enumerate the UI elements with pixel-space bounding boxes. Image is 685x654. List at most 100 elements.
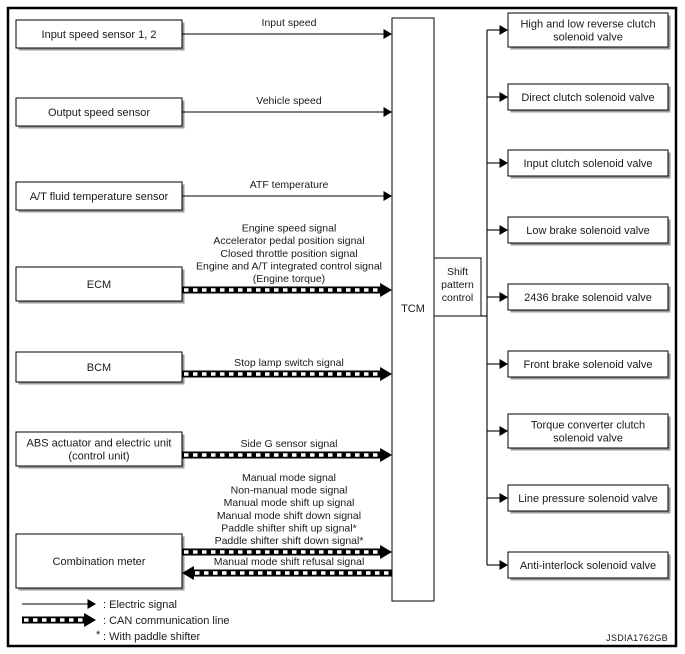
output-box-direct-clutch-solenoid-valve: Direct clutch solenoid valve: [507, 83, 671, 113]
return-signal-label-combination-meter-0: Manual mode shift refusal signal: [214, 556, 365, 568]
input-box-bcm: BCM: [15, 351, 185, 385]
can-arrow-abs-actuator-and-electric-unit: [182, 448, 392, 462]
input-box-ecm-label-0: ECM: [87, 279, 111, 291]
output-box-anti-interlock-solenoid-valve: Anti-interlock solenoid valve: [507, 551, 671, 581]
electric-arrow-input-speed-sensor-head: [383, 29, 392, 39]
output-box-input-clutch-solenoid-valve-label-0: Input clutch solenoid valve: [523, 158, 652, 170]
legend-can-communication-line-text: : CAN communication line: [103, 615, 230, 627]
output-box-torque-converter-clutch-solenoid-valve-label-0: Torque converter clutch: [531, 420, 645, 432]
input-box-input-speed-sensor: Input speed sensor 1, 2: [15, 19, 185, 51]
signal-label-combination-meter-0: Manual mode signal: [242, 472, 336, 484]
output-box-anti-interlock-solenoid-valve-label-0: Anti-interlock solenoid valve: [520, 560, 656, 572]
output-box-low-brake-solenoid-valve-label-0: Low brake solenoid valve: [526, 225, 650, 237]
output-arrow-torque-converter-clutch-solenoid-valve: [487, 426, 508, 436]
output-box-line-pressure-solenoid-valve-label-0: Line pressure solenoid valve: [518, 493, 657, 505]
can-arrow-ecm-head: [380, 283, 392, 297]
output-box-high-and-low-reverse-clutch-solenoid-valve-label-1: solenoid valve: [553, 32, 623, 44]
signal-label-combination-meter-4: Paddle shifter shift up signal*: [221, 522, 356, 534]
can-arrow-bcm-head: [380, 367, 392, 381]
input-box-abs-actuator-and-electric-unit-label-1: (control unit): [68, 451, 129, 463]
output-arrow-anti-interlock-solenoid-valve-head: [499, 560, 508, 570]
signal-label-combination-meter-5: Paddle shifter shift down signal*: [215, 535, 364, 547]
tcm-box: TCM: [391, 17, 435, 602]
output-box-2436-brake-solenoid-valve: 2436 brake solenoid valve: [507, 283, 671, 313]
figure-id-code: JSDIA1762GB: [606, 633, 668, 643]
can-arrow-combination-meter: [182, 545, 392, 559]
can-arrow-return-combination-meter: [182, 566, 392, 580]
electric-arrow-input-speed-sensor: [182, 29, 392, 39]
shift-pattern-line-2: control: [442, 292, 474, 304]
input-box-combination-meter: Combination meter: [15, 533, 185, 591]
input-box-at-fluid-temperature-sensor-label-0: A/T fluid temperature sensor: [30, 191, 169, 203]
legend-paddle-shifter-note-marker: *: [96, 629, 101, 641]
output-arrow-line-pressure-solenoid-valve: [487, 493, 508, 503]
output-box-2436-brake-solenoid-valve-label-0: 2436 brake solenoid valve: [524, 292, 652, 304]
can-arrow-combination-meter-head: [380, 545, 392, 559]
output-arrow-low-brake-solenoid-valve-head: [499, 225, 508, 235]
output-arrow-line-pressure-solenoid-valve-head: [499, 493, 508, 503]
signal-label-input-speed-sensor-0: Input speed: [262, 17, 317, 29]
output-box-line-pressure-solenoid-valve: Line pressure solenoid valve: [507, 484, 671, 514]
signal-label-ecm-1: Accelerator pedal position signal: [213, 235, 364, 247]
electric-arrow-output-speed-sensor-head: [383, 107, 392, 117]
signal-label-ecm-3: Engine and A/T integrated control signal: [196, 260, 382, 272]
output-arrow-direct-clutch-solenoid-valve: [487, 92, 508, 102]
shift-pattern-line-1: pattern: [441, 279, 474, 291]
output-arrow-front-brake-solenoid-valve-head: [499, 359, 508, 369]
output-arrow-torque-converter-clutch-solenoid-valve-head: [499, 426, 508, 436]
input-box-ecm: ECM: [15, 266, 185, 304]
tcm-label: TCM: [401, 303, 425, 315]
diagram-outer-frame: [6, 6, 678, 648]
legend-paddle-shifter-note: *: With paddle shifter: [96, 629, 201, 643]
input-box-bcm-label-0: BCM: [87, 362, 111, 374]
legend-electric-signal: : Electric signal: [22, 599, 177, 611]
signal-label-combination-meter-1: Non-manual mode signal: [231, 485, 348, 497]
electric-arrow-at-fluid-temperature-sensor: [182, 191, 392, 201]
shift-pattern-line-0: Shift: [447, 266, 468, 278]
output-box-direct-clutch-solenoid-valve-label-0: Direct clutch solenoid valve: [521, 92, 654, 104]
output-arrow-anti-interlock-solenoid-valve: [487, 560, 508, 570]
signal-label-output-speed-sensor-0: Vehicle speed: [256, 95, 322, 107]
output-arrow-high-and-low-reverse-clutch-solenoid-valve-head: [499, 25, 508, 35]
legend: : Electric signal : CAN communication lin…: [22, 599, 230, 643]
input-box-output-speed-sensor: Output speed sensor: [15, 97, 185, 129]
legend-paddle-shifter-note-text: : With paddle shifter: [103, 631, 201, 643]
output-box-front-brake-solenoid-valve-label-0: Front brake solenoid valve: [523, 359, 652, 371]
legend-can-communication-line-head: [84, 613, 96, 627]
signal-label-combination-meter-2: Manual mode shift up signal: [224, 497, 355, 509]
can-arrow-bcm: [182, 367, 392, 381]
electric-arrow-output-speed-sensor: [182, 107, 392, 117]
output-box-high-and-low-reverse-clutch-solenoid-valve-label-0: High and low reverse clutch: [520, 19, 655, 31]
output-arrow-2436-brake-solenoid-valve-head: [499, 292, 508, 302]
output-box-torque-converter-clutch-solenoid-valve-label-1: solenoid valve: [553, 433, 623, 445]
output-box-input-clutch-solenoid-valve: Input clutch solenoid valve: [507, 149, 671, 179]
output-arrow-2436-brake-solenoid-valve: [487, 292, 508, 302]
signal-label-ecm-2: Closed throttle position signal: [220, 248, 357, 260]
electric-arrow-at-fluid-temperature-sensor-head: [383, 191, 392, 201]
signal-label-ecm-4: (Engine torque): [253, 273, 325, 285]
input-box-combination-meter-label-0: Combination meter: [53, 556, 146, 568]
input-box-output-speed-sensor-label-0: Output speed sensor: [48, 107, 150, 119]
input-box-abs-actuator-and-electric-unit-label-0: ABS actuator and electric unit: [27, 438, 172, 450]
can-arrow-return-combination-meter-head: [182, 566, 194, 580]
can-arrow-abs-actuator-and-electric-unit-head: [380, 448, 392, 462]
input-box-input-speed-sensor-label-0: Input speed sensor 1, 2: [42, 29, 157, 41]
output-arrow-input-clutch-solenoid-valve-head: [499, 158, 508, 168]
signal-label-at-fluid-temperature-sensor-0: ATF temperature: [250, 179, 329, 191]
output-box-low-brake-solenoid-valve: Low brake solenoid valve: [507, 216, 671, 246]
legend-electric-signal-text: : Electric signal: [103, 599, 177, 611]
input-box-abs-actuator-and-electric-unit: ABS actuator and electric unit(control u…: [15, 431, 185, 469]
output-arrow-high-and-low-reverse-clutch-solenoid-valve: [487, 25, 508, 35]
output-box-front-brake-solenoid-valve: Front brake solenoid valve: [507, 350, 671, 380]
output-arrow-input-clutch-solenoid-valve: [487, 158, 508, 168]
output-arrow-low-brake-solenoid-valve: [487, 225, 508, 235]
output-arrow-direct-clutch-solenoid-valve-head: [499, 92, 508, 102]
signal-label-combination-meter-3: Manual mode shift down signal: [217, 510, 361, 522]
output-bus-line: [481, 30, 488, 565]
signal-label-ecm-0: Engine speed signal: [242, 223, 337, 235]
can-arrow-ecm: [182, 283, 392, 297]
